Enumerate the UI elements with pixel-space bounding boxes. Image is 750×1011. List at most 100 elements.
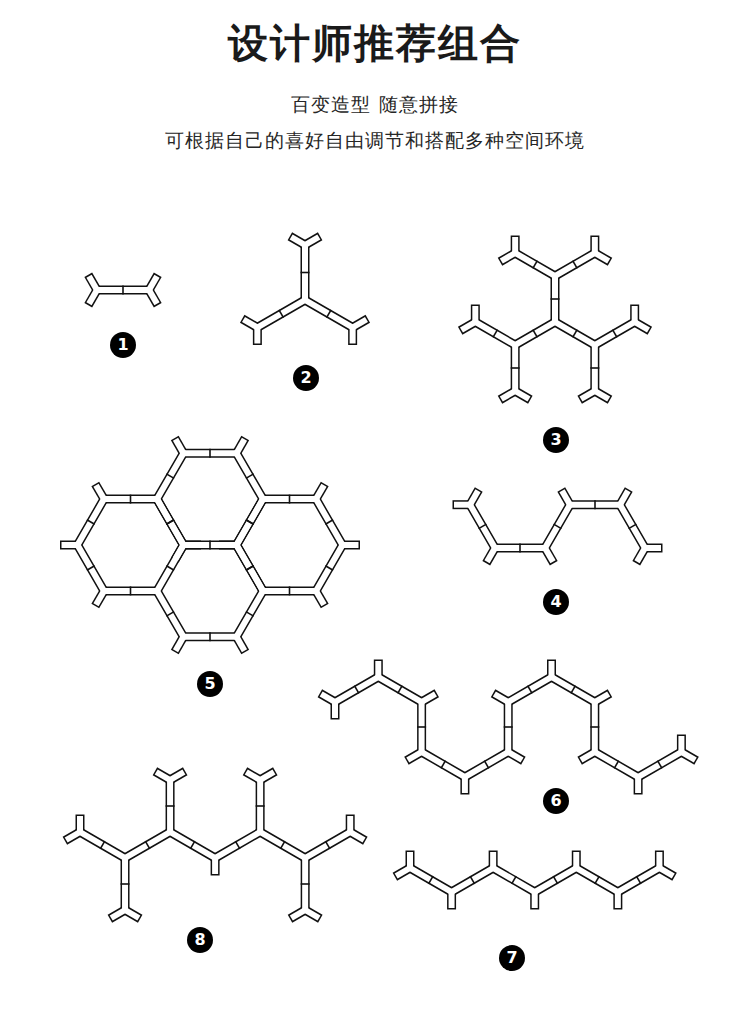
bar-fill xyxy=(237,545,264,591)
bar-outline xyxy=(184,632,237,641)
prong-outline xyxy=(343,541,361,550)
prong-fill xyxy=(472,306,478,322)
bar-outline xyxy=(378,677,421,702)
joint-divider xyxy=(429,876,434,884)
bar-outline xyxy=(237,499,264,545)
joint-divider xyxy=(100,841,105,849)
prong-fill xyxy=(595,253,609,261)
prong-fill xyxy=(347,816,353,832)
joint-divider xyxy=(166,566,174,571)
prong-fill xyxy=(176,545,184,559)
callout-number-text: 7 xyxy=(506,950,517,966)
prong-fill xyxy=(254,328,260,344)
prong-outline xyxy=(242,319,257,328)
bar-fill xyxy=(595,752,638,777)
prong-outline xyxy=(470,490,479,505)
joint-divider xyxy=(246,474,254,479)
joint-divider xyxy=(301,883,310,885)
prong-outline xyxy=(500,253,515,262)
callout-number-text: 4 xyxy=(550,594,561,610)
bar-fill xyxy=(305,300,353,328)
joint-divider xyxy=(595,876,600,884)
bar-fill xyxy=(552,677,595,702)
callout-number-text: 8 xyxy=(194,932,205,948)
prong-fill xyxy=(176,637,184,651)
prong-fill xyxy=(375,661,381,677)
joint-divider xyxy=(280,841,285,849)
bar-outline xyxy=(576,868,618,892)
bar-fill xyxy=(237,499,264,545)
bar-outline xyxy=(555,322,595,345)
bar-fill xyxy=(316,499,343,545)
page-title: 设计师推荐组合 xyxy=(0,16,750,71)
prong-fill xyxy=(494,694,508,702)
joint-divider xyxy=(166,612,174,617)
bar-fill xyxy=(638,752,681,777)
bar-fill xyxy=(378,677,421,702)
joint-divider xyxy=(325,841,330,849)
bar-fill xyxy=(335,677,378,702)
prong-fill xyxy=(512,237,518,253)
prong-fill xyxy=(635,777,641,793)
prong-outline xyxy=(374,660,383,678)
prong-outline xyxy=(95,591,104,606)
bar-fill xyxy=(595,322,635,345)
bar-fill xyxy=(157,499,184,545)
prong-fill xyxy=(353,320,367,328)
joint-divider xyxy=(512,876,517,884)
prong-fill xyxy=(659,868,673,876)
bar-fill xyxy=(215,832,260,858)
prong-fill xyxy=(595,694,609,702)
bar-fill xyxy=(452,868,494,892)
joint-divider xyxy=(209,632,211,641)
prong-fill xyxy=(260,772,274,780)
prong-fill xyxy=(470,491,478,505)
prong-fill xyxy=(422,694,436,702)
joint-divider xyxy=(484,761,489,769)
bar-fill xyxy=(410,868,452,892)
prong-outline xyxy=(237,637,246,652)
bar-fill xyxy=(237,453,264,499)
bar-outline xyxy=(125,832,170,858)
bar-outline xyxy=(215,832,260,858)
prong-fill xyxy=(111,910,125,918)
prong-outline xyxy=(460,322,475,331)
prong-fill xyxy=(305,237,319,245)
bar-fill xyxy=(257,300,305,328)
prong-outline xyxy=(260,771,275,780)
bar-outline xyxy=(551,276,560,322)
joint-divider xyxy=(479,524,487,529)
prong-outline xyxy=(65,832,80,841)
bar-outline xyxy=(545,505,570,548)
bar-outline xyxy=(590,345,599,391)
prong-outline xyxy=(353,319,368,328)
callout-number: 6 xyxy=(543,788,569,814)
bar-fill xyxy=(260,832,305,858)
bar-fill xyxy=(475,322,515,345)
prong-fill xyxy=(407,852,413,868)
joint-divider xyxy=(209,541,211,550)
prong-outline xyxy=(613,892,622,910)
bar-fill xyxy=(555,322,595,345)
bar-outline xyxy=(335,677,378,702)
prong-outline xyxy=(305,910,320,919)
joint-divider xyxy=(122,286,124,295)
joint-divider xyxy=(190,841,195,849)
prong-outline xyxy=(486,548,495,563)
prong-outline xyxy=(60,541,78,550)
bar-fill xyxy=(78,545,105,591)
prong-fill xyxy=(96,485,104,499)
bar-outline xyxy=(237,545,264,591)
prong-fill xyxy=(96,591,104,605)
bar-outline xyxy=(410,868,452,892)
joint-divider xyxy=(87,520,95,525)
callout-number-text: 6 xyxy=(550,793,561,809)
prong-outline xyxy=(580,752,595,761)
module-joint xyxy=(87,261,662,884)
callout-number: 2 xyxy=(293,365,319,391)
prong-fill xyxy=(221,542,237,548)
prong-fill xyxy=(615,892,621,908)
module-fill xyxy=(62,237,696,918)
bar-fill xyxy=(576,868,618,892)
